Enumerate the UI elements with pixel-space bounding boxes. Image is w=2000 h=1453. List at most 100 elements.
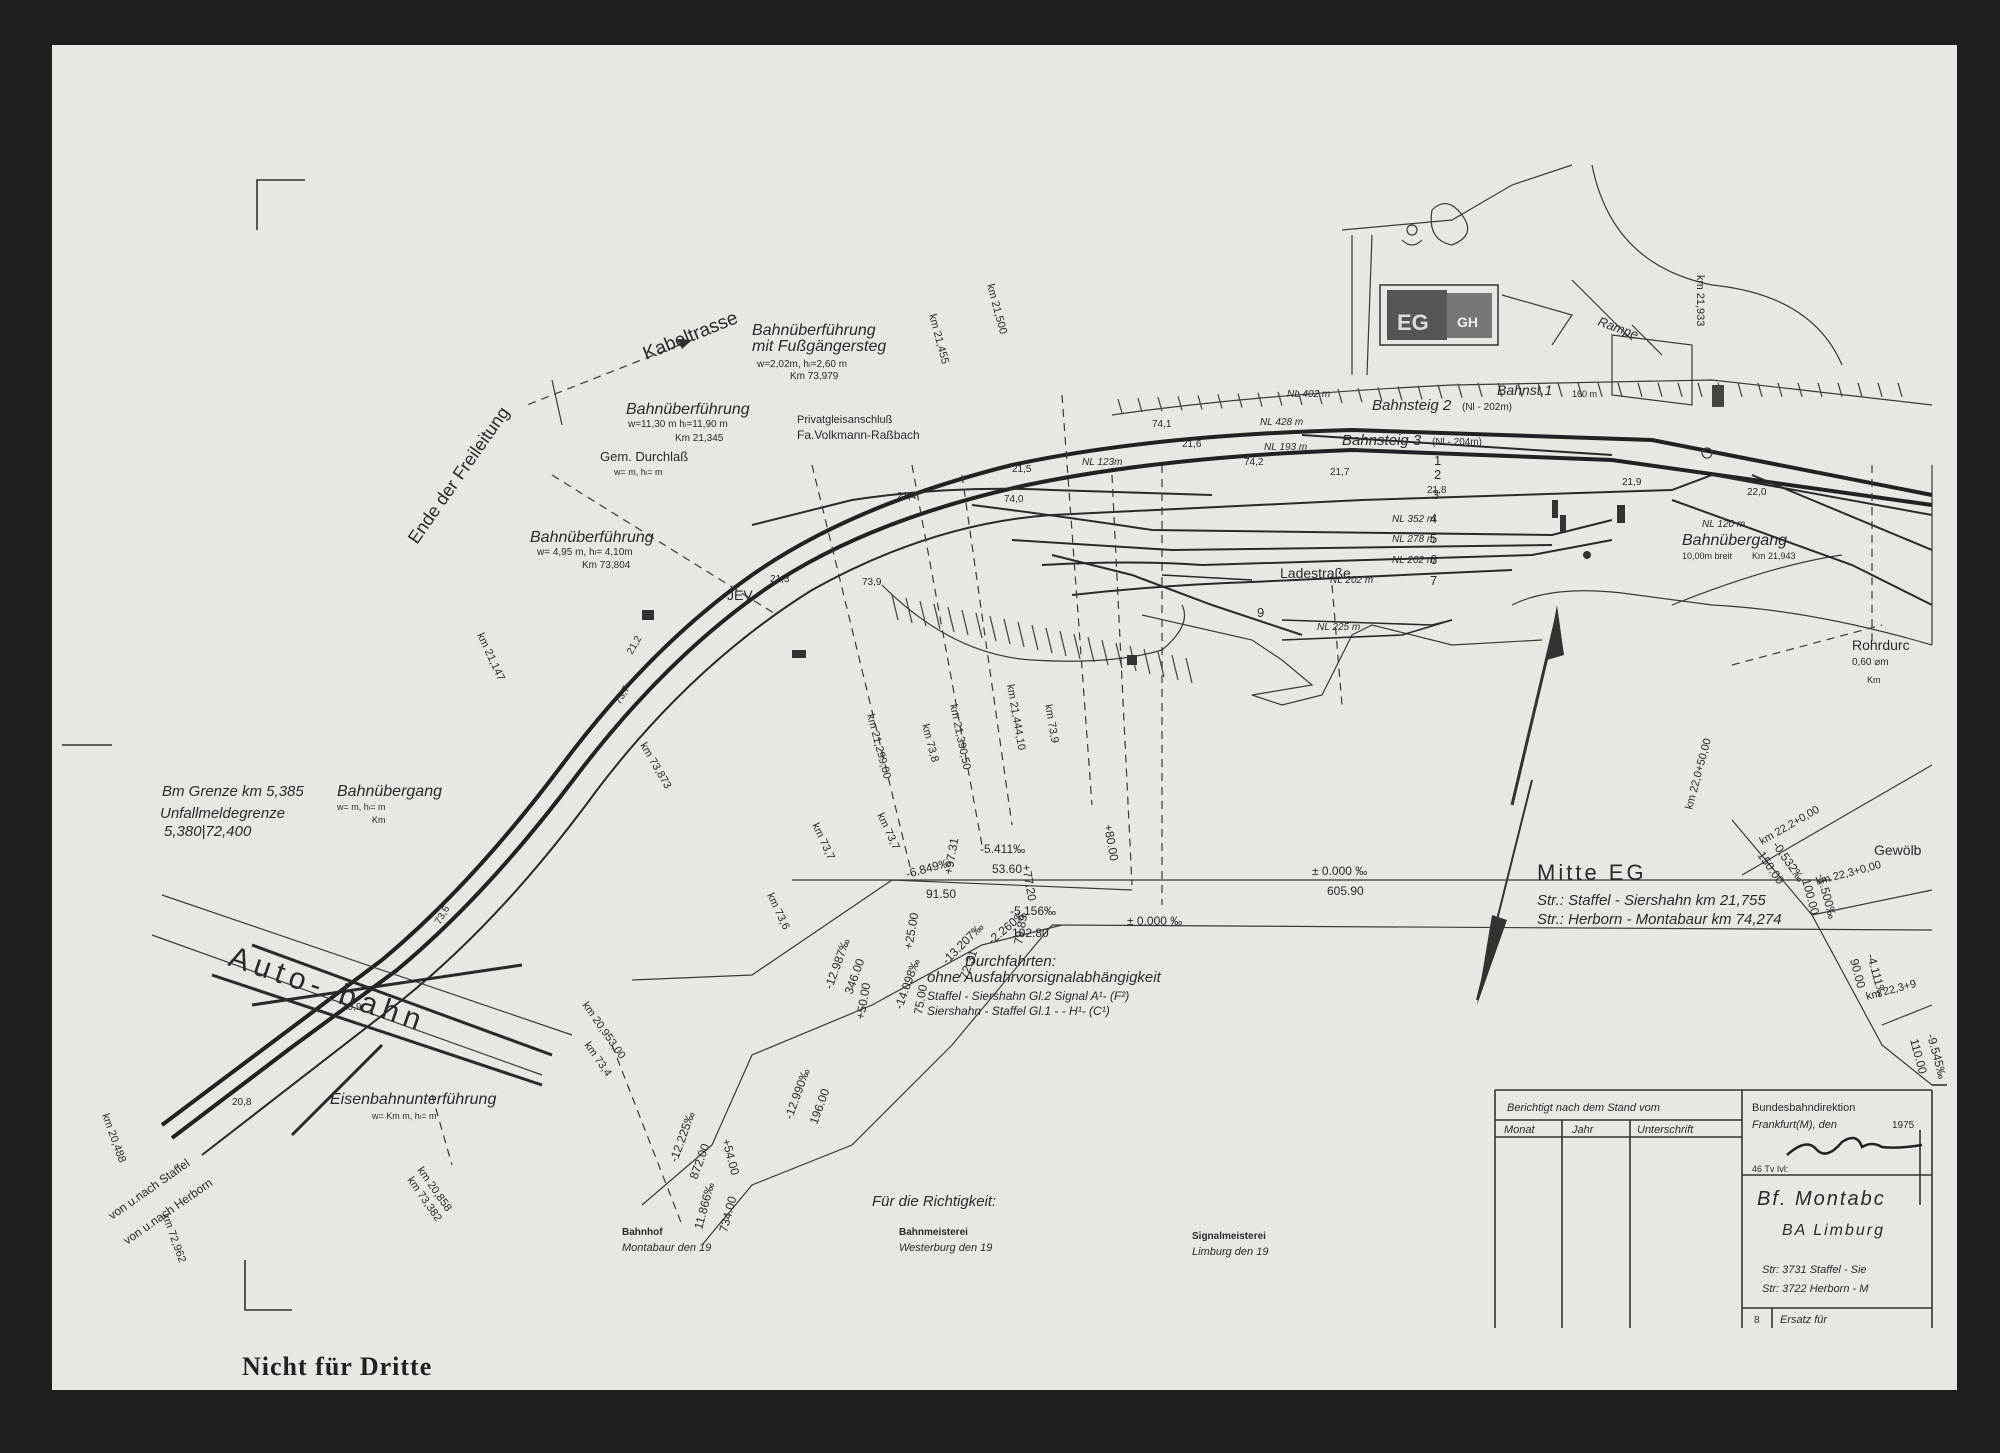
track-number: 5 — [1430, 531, 1437, 546]
bahnuebergang-left-dims: w= m, hₗ= m — [336, 802, 386, 812]
main-tracks — [160, 427, 1933, 1156]
bahnuebergang-right-km: Km 21,943 — [1752, 551, 1796, 561]
bue-3-title: Bahnüberführung — [530, 529, 654, 546]
title-block-bd-place: Frankfurt(M), den — [1752, 1119, 1837, 1131]
km-marker: km 22,2+0,00 — [1758, 804, 1822, 848]
km-marker: km 21,500 — [984, 283, 1009, 336]
corner-mark-bottom-left — [244, 1260, 292, 1311]
autobahn — [151, 894, 573, 1137]
rampe-label: Rampe — [1596, 314, 1641, 342]
eisenbahnunterfuehrung-title: Eisenbahnunterführung — [330, 1091, 496, 1108]
km-marker: km 73,7 — [809, 821, 836, 862]
station-km: 20,9 — [342, 1002, 362, 1013]
bahnsteig3-label: Bahnsteig 3 — [1342, 432, 1422, 449]
bm-grenze-label: Bm Grenze km 5,385 — [162, 783, 304, 800]
signals — [642, 447, 1713, 665]
gradient-point: +77.20 — [1019, 863, 1039, 902]
privatgleis-firm: Fa.Volkmann-Raßbach — [797, 428, 920, 442]
bahnuebergang-right-title: Bahnübergang — [1682, 532, 1787, 549]
durchlass-dims: w= m, hₗ= m — [613, 467, 663, 477]
title-block-bd-ref: 46 Tv Ivl: — [1752, 1164, 1788, 1174]
track-number: 3 — [1432, 487, 1439, 502]
embankment-hatching — [881, 379, 1933, 706]
rohrdurchlass-dims: 0,60 ⌀m — [1852, 657, 1889, 668]
bahnhof-heading: Bahnhof — [622, 1227, 663, 1238]
km-marker: km 21,455 — [926, 313, 951, 366]
bahnuebergang-right-width: 10,00m breit — [1682, 551, 1733, 561]
durchlass-title: Gem. Durchlaß — [600, 449, 688, 464]
title-block-berichtigt: Berichtigt nach dem Stand vom — [1507, 1102, 1660, 1114]
km-marker: km 21,444,10 — [1004, 683, 1027, 751]
bahnsteig2-label: Bahnsteig 2 — [1372, 397, 1452, 414]
station-km: 21,5 — [1012, 464, 1032, 475]
unfallmeldegrenze-label: Unfallmeldegrenze — [160, 805, 285, 822]
nl-label: NL 123m — [1082, 457, 1122, 468]
track-number: 9 — [1257, 605, 1264, 620]
gradient-point: +25.00 — [901, 911, 921, 950]
nl-label: NL 225 m — [1317, 622, 1360, 633]
ladestrasse-label: Ladestraße — [1280, 565, 1351, 581]
eg-label: EG — [1397, 310, 1429, 335]
station-km: 21,8 — [1427, 485, 1447, 496]
str-herborn-label: Str.: Herborn - Montabaur km 74,274 — [1537, 911, 1782, 928]
gradient-label: 11.866‰ — [691, 1181, 717, 1231]
gradient-point: +54.00 — [719, 1137, 742, 1177]
signalmeisterei-heading: Signalmeisterei — [1192, 1231, 1266, 1242]
nl-label: NL 120 m — [1702, 519, 1745, 530]
km-marker: km 21,147 — [474, 631, 507, 683]
station-km: 21,7 — [1330, 467, 1350, 478]
km-marker: km 73,8 — [919, 723, 941, 764]
construction-lines — [431, 394, 1883, 1226]
ende-freileitung-label: Ende der Freileitung — [404, 403, 513, 547]
fuer-richtigkeit-label: Für die Richtigkeit: — [872, 1193, 996, 1210]
gradient-length: 91.50 — [926, 887, 956, 901]
bahnsteig3-nl: (Nl - 204m) — [1432, 437, 1482, 448]
title-block-bd: Bundesbahndirektion — [1752, 1102, 1855, 1114]
station-km: 21,2 — [625, 634, 644, 657]
station-km: 73,7 — [613, 684, 632, 707]
bahnhof-sign: Montabaur den 19 — [622, 1242, 711, 1254]
bahnuebergang-left-title: Bahnübergang — [337, 783, 442, 800]
km-marker: km 20,488 — [99, 1112, 128, 1164]
nl-label: NL 202 m — [1392, 555, 1435, 566]
durchfahrten-title: Durchfahrten: — [965, 953, 1056, 970]
gradient-profile — [631, 764, 1933, 1246]
title-block-str1: Str: 3731 Staffel - Sie — [1762, 1264, 1867, 1276]
title-block-ersatz-no: 8 — [1754, 1315, 1760, 1326]
title-block-unterschrift: Unterschrift — [1637, 1124, 1694, 1136]
rohrdurchlass-label: Rohrdurc — [1852, 637, 1910, 653]
gradient-length: 53.60 — [992, 862, 1022, 876]
gh-label: GH — [1457, 314, 1478, 330]
station-km: 73,9 — [862, 577, 882, 588]
bue-2-title: Bahnüberführung — [626, 401, 750, 418]
station-km: 21,4 — [897, 491, 917, 502]
gradient-length: 102.80 — [1012, 926, 1049, 940]
track-number: 4 — [1430, 511, 1437, 526]
durchfahrten-line2: Siershahn - Staffel Gl.1 - - H¹- (C¹) — [927, 1004, 1110, 1018]
gradient-length: 196.00 — [807, 1086, 833, 1126]
station-km: 21,6 — [1182, 439, 1202, 450]
gradient-length: 79.89 — [1011, 913, 1030, 945]
station-km: 74,0 — [1004, 494, 1024, 505]
unfallmeldegrenze-km: 5,380|72,400 — [164, 823, 252, 840]
title-block-jahr: Jahr — [1571, 1124, 1595, 1136]
track-number: 1 — [1434, 453, 1441, 468]
nl-label: NL 278 m — [1392, 534, 1435, 545]
station-km: 22,0 — [1747, 487, 1767, 498]
track-number: 2 — [1434, 467, 1441, 482]
km-marker: km 73,7 — [874, 811, 901, 852]
bahnst1-length: 160 m — [1572, 389, 1597, 399]
km-marker: Gewölb — [1874, 842, 1922, 858]
km-marker: km 73,6 — [764, 891, 791, 932]
north-arrow — [1476, 605, 1564, 1005]
title-block-bd-year: 1975 — [1892, 1120, 1915, 1131]
durchfahrten-line1: Staffel - Siershahn Gl.2 Signal A¹- (F²) — [927, 989, 1129, 1003]
title-block-bf: Bf. Montabc — [1757, 1188, 1886, 1210]
str-staffel-label: Str.: Staffel - Siershahn km 21,755 — [1537, 892, 1766, 909]
km-marker: km 21,299,00 — [864, 713, 893, 780]
bue-fussgaenger-title: Bahnüberführung — [752, 322, 876, 339]
signalmeisterei-sign: Limburg den 19 — [1192, 1246, 1268, 1258]
station-km: JEV — [727, 587, 753, 603]
gradient-label: ± 0.000 ‰ — [1312, 864, 1367, 878]
drawing-sheet: Kabeltrasse Ende der Freileitung Bahnübe… — [52, 45, 1957, 1390]
